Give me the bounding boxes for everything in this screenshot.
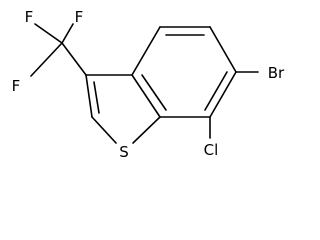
atom-label-f-left: F [12,77,21,95]
atom-label-f-top-right: F [75,8,84,26]
bond-c5-c6 [209,26,237,73]
molecule-canvas: F F F Br Cl S [11,8,286,161]
molecule-structure: F F F Br Cl S [12,8,285,161]
bond-c3a-c4 [131,26,161,76]
atom-label-bromine: Br [268,64,285,82]
bond-c3-c2-double [93,81,100,114]
bond-c6-c7 [209,71,237,118]
bond-cf3-f-top-right [61,23,74,44]
bond-cf3-f-top-left [34,23,63,44]
atom-label-f-top-left: F [25,8,34,26]
thiophene-ring [85,74,161,144]
bond-c7a-c3a-double [141,74,167,111]
bond-s-c7a [132,116,161,144]
bond-c3-c2 [85,74,93,118]
benzene-ring [131,26,237,118]
bond-c7a-c3a [131,74,161,118]
bond-c3-cf3 [61,42,87,76]
atom-label-chlorine: Cl [204,141,219,159]
atom-label-sulfur: S [119,143,129,161]
bond-c6-c7-double [204,71,228,111]
bond-c2-s [91,116,117,144]
bond-cf3-f-left [30,42,63,77]
trifluoromethyl-group [30,23,87,77]
